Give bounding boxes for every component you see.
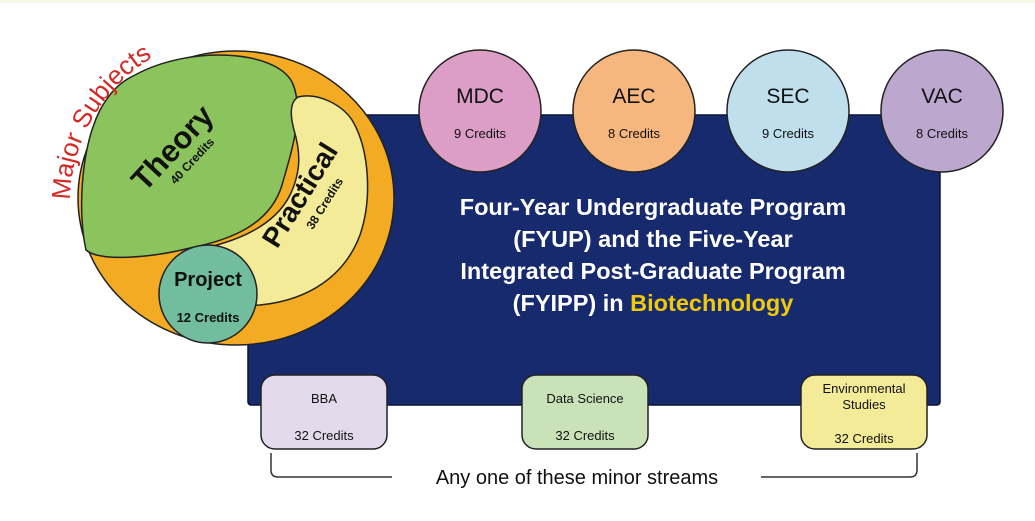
project-label: Project [174,269,242,291]
course-credits: 8 Credits [608,126,661,141]
bracket-right [761,453,918,478]
course-circle [572,49,696,173]
minor-credits: 32 Credits [555,428,615,443]
course-credits: 9 Credits [454,126,507,141]
project-credits: 12 Credits [177,310,240,325]
minor-streams-note: Any one of these minor streams [436,467,718,489]
course-vac: VAC 8 Credits [880,49,1004,173]
course-name: VAC [921,85,963,108]
course-circle [418,49,542,173]
title-line-1: Four-Year Undergraduate Program [460,194,847,220]
minor-name: BBA [311,391,337,406]
project-circle [158,244,258,344]
bracket-left [270,453,392,478]
course-aec: AEC 8 Credits [572,49,696,173]
title-line-4-prefix: (FYIPP) in [513,290,631,316]
title-line-3: Integrated Post-Graduate Program [460,258,845,284]
minor-name: Environmental [822,381,905,396]
minor-data-science: Data Science 32 Credits [521,374,649,450]
course-name: MDC [456,85,504,108]
title-line-2: (FYUP) and the Five-Year [513,226,792,252]
program-title: Four-Year Undergraduate Program (FYUP) a… [460,194,847,316]
minor-credits: 32 Credits [294,428,354,443]
minor-name-line-2: Studies [842,397,886,412]
minor-box [260,374,388,450]
major-subjects-group: Major Subjects Theory 40 Credits Practic… [46,37,395,346]
minor-bba: BBA 32 Credits [260,374,388,450]
course-name: SEC [766,85,809,108]
course-name: AEC [612,85,655,108]
minor-credits: 32 Credits [834,431,894,446]
course-circle [726,49,850,173]
title-line-4: (FYIPP) in Biotechnology [513,290,794,316]
minor-environmental-studies: Environmental Studies 32 Credits [800,374,928,450]
minor-box [521,374,649,450]
top-strip [0,0,1035,3]
minor-name: Data Science [546,391,623,406]
minor-box [800,374,928,450]
course-circle [880,49,1004,173]
course-sec: SEC 9 Credits [726,49,850,173]
course-credits: 9 Credits [762,126,815,141]
title-highlight: Biotechnology [630,290,793,316]
course-credits: 8 Credits [916,126,969,141]
course-mdc: MDC 9 Credits [418,49,542,173]
